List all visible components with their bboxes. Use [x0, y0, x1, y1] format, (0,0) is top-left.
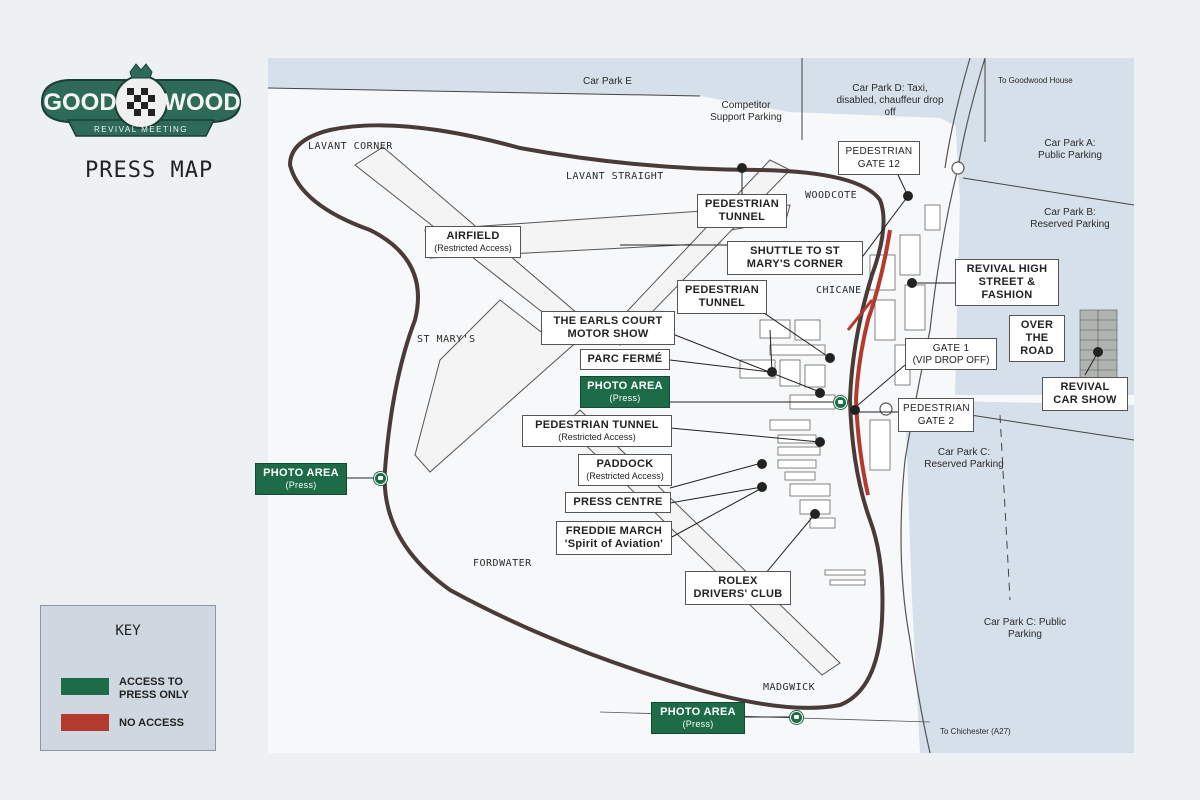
page-title: PRESS MAP [85, 158, 214, 183]
dot-revival-car-show [1093, 347, 1103, 357]
camera-icon [790, 711, 803, 724]
photo-area-centre-subtitle: (Press) [609, 393, 641, 403]
lavant-corner-label: LAVANT CORNER [308, 141, 393, 152]
goodwood-logo: GOOD WOOD REVIVAL MEETING [40, 63, 242, 137]
leader-lines [345, 161, 1099, 718]
st-marys-label: ST MARY'S [417, 334, 476, 345]
dot-earls-court [815, 388, 825, 398]
fordwater-label: FORDWATER [473, 558, 532, 569]
car-park-a-region [955, 118, 1134, 210]
airfield-title: AIRFIELD [446, 230, 500, 242]
car-park-c-region [905, 400, 1134, 753]
competitor-parking-label: Competitor Support Parking [710, 100, 782, 123]
photo-area-west-title: PHOTO AREA [263, 467, 339, 479]
dot-gate2 [850, 405, 860, 415]
airfield-subtitle: (Restricted Access) [434, 243, 512, 253]
revival-car-show-box: REVIVAL CAR SHOW [1042, 377, 1128, 411]
dot-paddock [757, 459, 767, 469]
photo-area-centre: PHOTO AREA (Press) [580, 376, 670, 408]
shuttle-box: SHUTTLE TO ST MARY'S CORNER [727, 241, 863, 275]
to-goodwood-house-label: To Goodwood House [998, 76, 1073, 85]
car-park-c-reserved-label: Car Park C: Reserved Parking [924, 447, 1004, 470]
car-park-e-region [268, 58, 1134, 142]
key-label-press-only: ACCESS TO PRESS ONLY [119, 676, 189, 701]
lavant-straight-label: LAVANT STRAIGHT [566, 171, 664, 182]
madgwick-label: MADGWICK [763, 682, 816, 693]
photo-area-south: PHOTO AREA (Press) [651, 702, 745, 734]
dot-parc-ferme [767, 367, 777, 377]
pedestrian-gate-2-box: PEDESTRIAN GATE 2 [898, 398, 974, 432]
pedestrian-tunnel-top-box: PEDESTRIAN TUNNEL [697, 194, 787, 228]
camera-icon [834, 396, 847, 409]
press-centre-box: PRESS CENTRE [565, 492, 671, 513]
dot-ped-tunnel-mid [825, 353, 835, 363]
no-access-spur [846, 299, 874, 331]
over-the-road-box: OVER THE ROAD [1009, 315, 1065, 362]
key-title: KEY [115, 623, 141, 639]
logo-ribbon-text: REVIVAL MEETING [94, 125, 188, 134]
paddock-subtitle: (Restricted Access) [586, 471, 664, 481]
earls-court-box: THE EARLS COURT MOTOR SHOW [541, 311, 675, 345]
race-track [288, 123, 886, 710]
pedestrian-tunnel-restricted-title: PEDESTRIAN TUNNEL [535, 419, 659, 431]
key-label-no-access: NO ACCESS [119, 717, 184, 729]
dot-press-centre [757, 482, 767, 492]
dot-ped-tunnel-restricted [815, 437, 825, 447]
car-park-a-label: Car Park A: Public Parking [1038, 138, 1102, 161]
gate-1-title: GATE 1 [932, 343, 970, 354]
photo-area-centre-title: PHOTO AREA [587, 380, 663, 392]
car-park-d-label: Car Park D: Taxi, disabled, chauffeur dr… [836, 83, 944, 118]
car-park-b-label: Car Park B: Reserved Parking [1030, 207, 1110, 230]
to-chichester-label: To Chichester (A27) [940, 727, 1011, 736]
logo-text-right: WOOD [163, 89, 240, 116]
dot-ped-tunnel-top [737, 163, 747, 173]
photo-area-south-subtitle: (Press) [682, 719, 714, 729]
parc-ferme-box: PARC FERMÉ [580, 349, 670, 370]
airfield-box: AIRFIELD (Restricted Access) [425, 226, 521, 258]
photo-area-south-title: PHOTO AREA [660, 706, 736, 718]
map-key: KEY ACCESS TO PRESS ONLY NO ACCESS [40, 605, 216, 751]
chicane-label: CHICANE [816, 285, 862, 296]
photo-area-west-subtitle: (Press) [285, 480, 317, 490]
paddock-title: PADDOCK [596, 458, 654, 470]
paddock-box: PADDOCK (Restricted Access) [578, 454, 672, 486]
rolex-drivers-club-box: ROLEX DRIVERS' CLUB [685, 571, 791, 605]
gate-1-subtitle: (VIP DROP OFF) [912, 355, 990, 366]
pedestrian-tunnel-mid-box: PEDESTRIAN TUNNEL [677, 280, 767, 314]
pedestrian-tunnel-restricted-subtitle: (Restricted Access) [558, 432, 636, 442]
location-dots [737, 163, 1103, 519]
no-access-strip [853, 229, 892, 496]
dot-revival-high-street [907, 278, 917, 288]
photo-area-west: PHOTO AREA (Press) [255, 463, 347, 495]
gate-1-box: GATE 1 (VIP DROP OFF) [905, 338, 997, 370]
logo-text-left: GOOD [43, 89, 116, 116]
pedestrian-tunnel-restricted-box: PEDESTRIAN TUNNEL (Restricted Access) [522, 415, 672, 447]
car-park-e-label: Car Park E [583, 76, 632, 87]
woodcote-label: WOODCOTE [805, 190, 858, 201]
key-swatch-press-only [61, 678, 109, 695]
over-road-grid [1079, 309, 1118, 381]
key-swatch-no-access [61, 714, 109, 731]
pedestrian-gate-12-box: PEDESTRIAN GATE 12 [838, 141, 920, 175]
dot-rolex [810, 509, 820, 519]
camera-icon [374, 472, 387, 485]
revival-high-street-box: REVIVAL HIGH STREET & FASHION [955, 259, 1059, 306]
dot-gate12 [903, 191, 913, 201]
car-park-c-public-label: Car Park C: Public Parking [983, 617, 1067, 640]
freddie-march-box: FREDDIE MARCH 'Spirit of Aviation' [556, 521, 672, 555]
